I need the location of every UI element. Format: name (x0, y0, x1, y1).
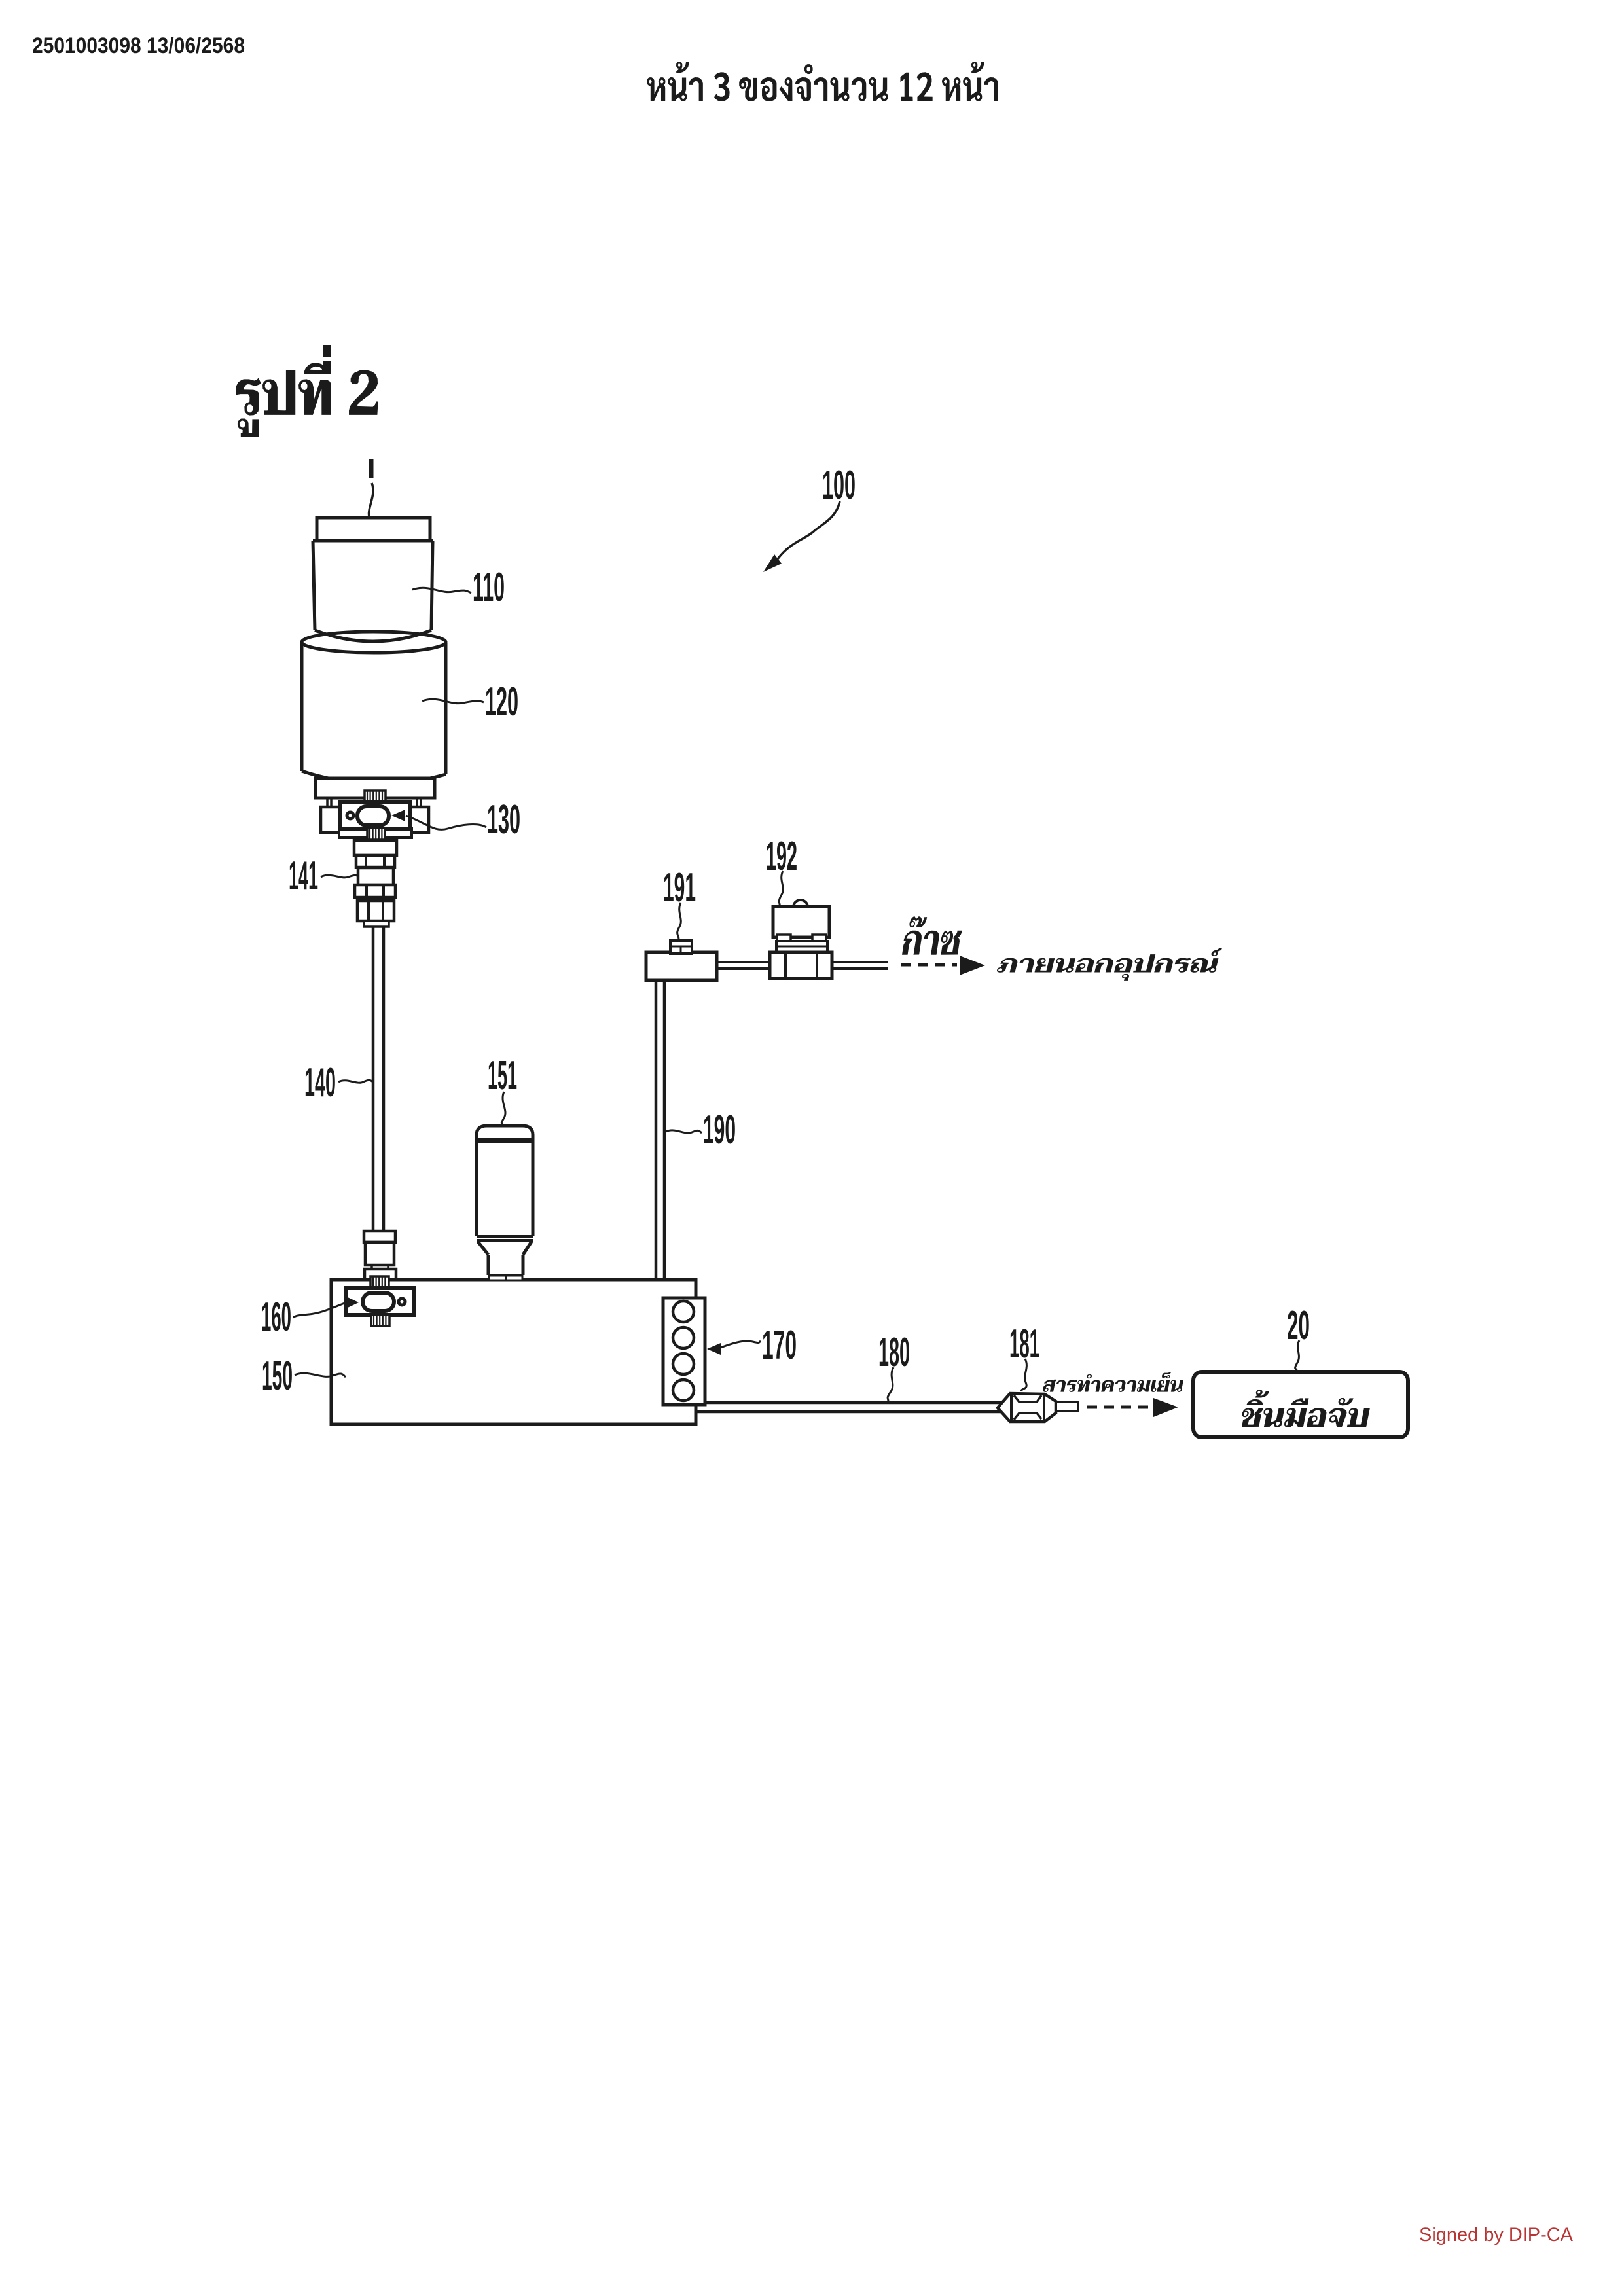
svg-text:120: 120 (485, 679, 518, 725)
svg-text:192: 192 (766, 834, 797, 879)
svg-text:20: 20 (1287, 1303, 1310, 1348)
svg-text:151: 151 (488, 1053, 517, 1098)
svg-text:Signed by DIP-CA: Signed by DIP-CA (1419, 2224, 1573, 2246)
svg-text:150: 150 (262, 1354, 293, 1399)
svg-text:141: 141 (289, 853, 318, 899)
svg-text:191: 191 (663, 865, 696, 910)
svg-text:160: 160 (261, 1295, 291, 1340)
svg-text:110: 110 (473, 565, 505, 610)
svg-text:170: 170 (762, 1323, 797, 1368)
svg-text:100: 100 (822, 463, 856, 508)
svg-text:190: 190 (703, 1107, 736, 1153)
svg-text:181: 181 (1009, 1321, 1039, 1367)
svg-text:180: 180 (878, 1330, 910, 1375)
svg-text:130: 130 (487, 797, 520, 842)
svg-text:2501003098 13/06/2568: 2501003098 13/06/2568 (32, 33, 245, 58)
svg-text:140: 140 (304, 1060, 336, 1105)
